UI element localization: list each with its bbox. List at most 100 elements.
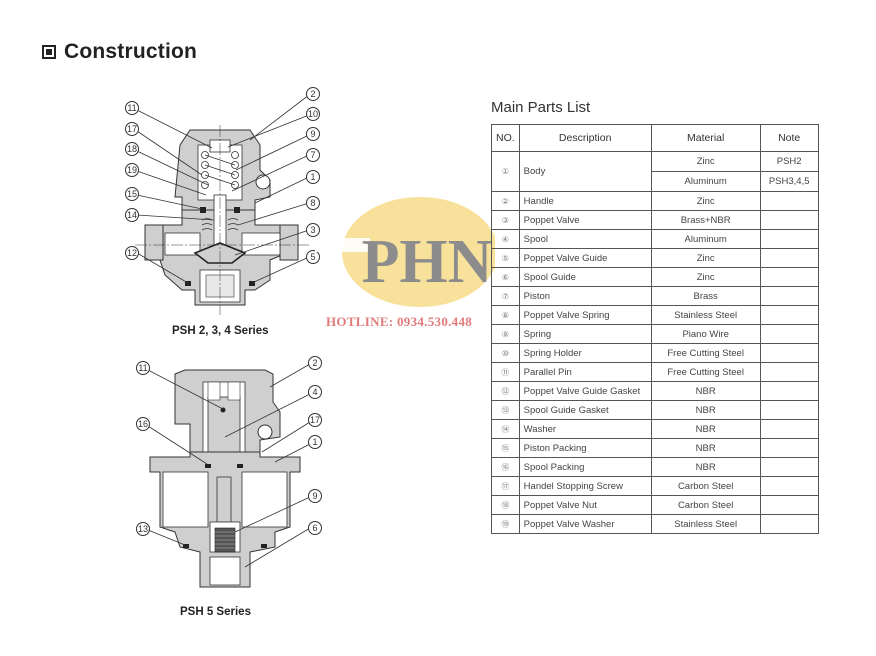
part-note bbox=[759, 476, 819, 496]
phn-watermark-logo: PHN bbox=[315, 197, 495, 307]
part-number: ① bbox=[491, 151, 520, 192]
part-material: Carbon Steel bbox=[650, 476, 761, 496]
part-description: Poppet Valve Nut bbox=[518, 495, 652, 515]
part-description: Handle bbox=[518, 191, 652, 211]
part-material: Free Cutting Steel bbox=[650, 362, 761, 382]
callout-label: 13 bbox=[138, 524, 148, 534]
part-material: NBR bbox=[650, 419, 761, 439]
diagram-caption-psh-234: PSH 2, 3, 4 Series bbox=[172, 325, 269, 337]
table-header-row: NO. Description Material Note bbox=[491, 124, 819, 152]
logo-ellipse bbox=[342, 197, 495, 307]
callout-18: 18 bbox=[125, 142, 139, 156]
psh-234-cross-section: 11 17 18 19 15 14 12 2 10 9 7 1 8 3 5 bbox=[125, 87, 320, 315]
callout-label: 18 bbox=[127, 144, 137, 154]
table-row: Aluminum PSH3,4,5 bbox=[492, 171, 819, 192]
callout-label: 4 bbox=[312, 387, 317, 397]
callout-17: 17 bbox=[308, 413, 322, 427]
callout-label: 15 bbox=[127, 189, 137, 199]
part-number: ⑦ bbox=[491, 286, 520, 306]
part-description: Handel Stopping Screw bbox=[518, 476, 652, 496]
leader-lines bbox=[136, 94, 310, 284]
callout-label: 17 bbox=[127, 124, 137, 134]
callout-15: 15 bbox=[125, 187, 139, 201]
callout-label: 2 bbox=[312, 358, 317, 368]
callout-label: 1 bbox=[312, 437, 317, 447]
callout-label: 2 bbox=[310, 89, 315, 99]
part-material: Zinc bbox=[650, 191, 761, 211]
diagram-caption-psh-5: PSH 5 Series bbox=[180, 606, 251, 618]
part-description: Poppet Valve Guide bbox=[518, 248, 652, 268]
part-description: Piston bbox=[518, 286, 652, 306]
part-number: ⑬ bbox=[491, 400, 520, 420]
column-header-note: Note bbox=[759, 124, 819, 152]
callout-11: 11 bbox=[125, 101, 139, 115]
callout-16: 16 bbox=[136, 417, 150, 431]
part-number: ⑯ bbox=[491, 457, 520, 477]
part-description: Piston Packing bbox=[518, 438, 652, 458]
part-number: ③ bbox=[491, 210, 520, 230]
part-material: Brass bbox=[650, 286, 761, 306]
callout-9: 9 bbox=[308, 489, 322, 503]
part-note bbox=[759, 248, 819, 268]
callout-1: 1 bbox=[308, 435, 322, 449]
valve-body-drawing bbox=[149, 369, 301, 588]
column-header-no: NO. bbox=[491, 124, 520, 152]
callout-label: 19 bbox=[127, 165, 137, 175]
part-description: Poppet Valve Guide Gasket bbox=[518, 381, 652, 401]
part-description: Parallel Pin bbox=[518, 362, 652, 382]
part-material: NBR bbox=[650, 457, 761, 477]
callout-2: 2 bbox=[308, 356, 322, 370]
callout-6: 6 bbox=[308, 521, 322, 535]
parts-table: NO. Description Material Note ① Body Zin… bbox=[491, 124, 819, 534]
callout-4: 4 bbox=[308, 385, 322, 399]
part-description: Poppet Valve Washer bbox=[518, 514, 652, 534]
psh-5-cross-section: 11 16 13 2 4 17 1 9 6 bbox=[136, 356, 322, 588]
table-row: ① Body Zinc PSH2 bbox=[491, 151, 819, 192]
callout-label: 11 bbox=[138, 363, 147, 373]
column-header-material: Material bbox=[650, 124, 761, 152]
part-material: NBR bbox=[650, 381, 761, 401]
part-note bbox=[759, 362, 819, 382]
part-description: Body bbox=[518, 151, 652, 192]
parts-list-title: Main Parts List bbox=[491, 99, 591, 116]
part-material: Zinc bbox=[650, 248, 761, 268]
part-material: NBR bbox=[650, 400, 761, 420]
callout-12: 12 bbox=[125, 246, 139, 260]
callout-label: 7 bbox=[310, 150, 315, 160]
part-note bbox=[759, 381, 819, 401]
part-material: NBR bbox=[650, 438, 761, 458]
part-number: ⑮ bbox=[491, 438, 520, 458]
part-note bbox=[759, 210, 819, 230]
part-note bbox=[759, 286, 819, 306]
callout-label: 9 bbox=[312, 491, 317, 501]
part-number: ⑲ bbox=[491, 514, 520, 534]
part-number: ⑨ bbox=[491, 324, 520, 344]
column-header-description: Description bbox=[518, 124, 652, 152]
part-number: ⑫ bbox=[491, 381, 520, 401]
part-note bbox=[759, 419, 819, 439]
part-material: Aluminum bbox=[650, 171, 761, 192]
callout-13: 13 bbox=[136, 522, 150, 536]
part-note bbox=[759, 457, 819, 477]
part-material: Zinc bbox=[650, 151, 761, 172]
part-note bbox=[759, 305, 819, 325]
callout-7: 7 bbox=[306, 148, 320, 162]
callout-3: 3 bbox=[306, 223, 320, 237]
part-description: Spool Guide Gasket bbox=[518, 400, 652, 420]
callout-19: 19 bbox=[125, 163, 139, 177]
filled-square-icon bbox=[42, 45, 56, 59]
part-number: ④ bbox=[491, 229, 520, 249]
